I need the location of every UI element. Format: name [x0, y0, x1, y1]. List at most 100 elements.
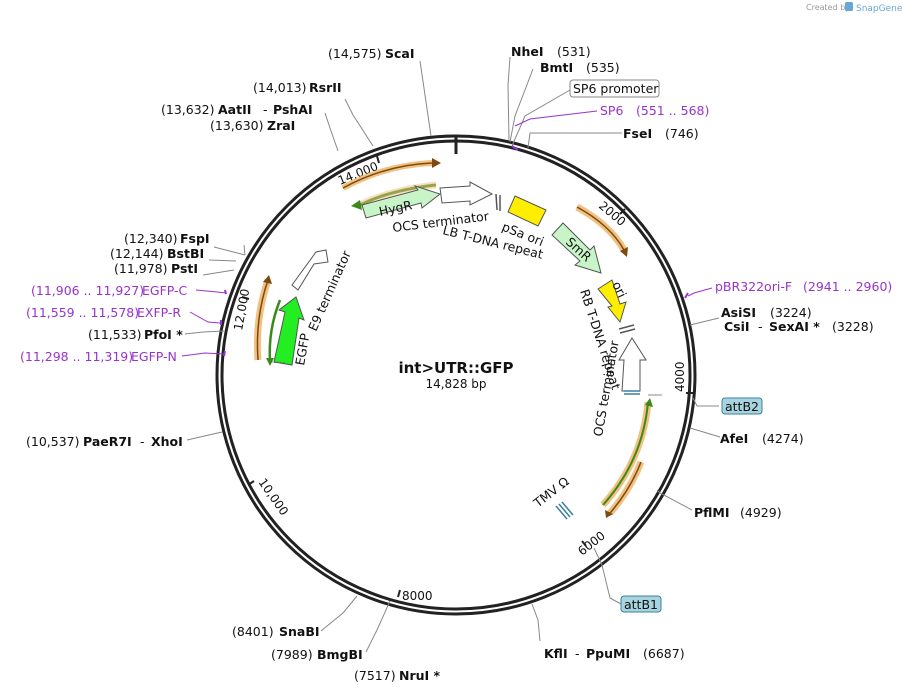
enzyme-paer7i-pos: (10,537): [26, 434, 80, 449]
e9-terminator-feature: [291, 249, 329, 291]
credit-brand[interactable]: SnapGene: [856, 4, 903, 14]
enzyme-xhoi[interactable]: XhoI: [151, 434, 183, 449]
enzyme-nrui-pos: (7517): [354, 668, 396, 683]
credit-prefix: Created by: [806, 3, 850, 12]
enzyme-csii[interactable]: CsiI: [724, 319, 750, 334]
enzyme-ppumi[interactable]: PpuMI: [586, 646, 630, 661]
tick-4000: 4000: [673, 361, 687, 392]
enzyme-kfli-pos: (6687): [643, 646, 685, 661]
enzyme-aatii[interactable]: AatII: [218, 102, 251, 117]
orange-arc-right-top-line: [576, 206, 625, 251]
enzyme-pfoi[interactable]: PfoI *: [144, 327, 183, 342]
enzyme-bmgbi-pos: (7989): [271, 647, 313, 662]
enzyme-bmgbi[interactable]: BmgBI: [317, 647, 363, 662]
enzyme-bstbi[interactable]: BstBI: [167, 246, 204, 261]
enzyme-fsei[interactable]: FseI: [623, 126, 652, 141]
ori-feature: [597, 279, 627, 324]
hygr-label: HygR: [378, 197, 414, 219]
enzyme-csii-pos: (3228): [832, 319, 874, 334]
orange-arc-left-line: [256, 279, 269, 361]
primer-egfp-n-range: (11,298 .. 11,319): [20, 349, 133, 364]
smr-feature: [551, 222, 602, 274]
attb2-mark: [624, 390, 640, 395]
tmv-feature: [555, 501, 574, 520]
green-arc-left-arrow-icon: [266, 358, 274, 366]
enzyme-pfoi-pos: (11,533): [88, 327, 142, 342]
primer-pbr322ori-f-range: (2941 .. 2960): [803, 279, 892, 294]
enzyme-fspi[interactable]: FspI: [180, 231, 210, 246]
primer-exfp-r[interactable]: EXFP-R: [137, 305, 181, 320]
orange-arc-right-bottom-arrow-icon: [605, 510, 613, 518]
enzyme-aatii-pos: (13,632): [161, 102, 215, 117]
primer-leader-lines: [181, 110, 713, 357]
enzyme-kfli-sep: -: [575, 646, 580, 661]
enzyme-bmti[interactable]: BmtI: [540, 60, 573, 75]
enzyme-zrai[interactable]: ZraI: [267, 118, 295, 133]
primer-exfp-r-range: (11,559 .. 11,578): [26, 305, 139, 320]
backbone-outer: [215, 134, 697, 616]
enzyme-sexai[interactable]: SexAI *: [769, 319, 820, 334]
enzyme-afei-pos: (4274): [762, 431, 804, 446]
enzyme-aatii-sep: -: [263, 102, 268, 117]
enzyme-nhei[interactable]: NheI: [511, 44, 544, 59]
enzyme-fsei-pos: (746): [665, 126, 699, 141]
primer-egfp-n[interactable]: EGFP-N: [131, 349, 177, 364]
enzyme-csii-sep: -: [758, 319, 763, 334]
enzyme-scai[interactable]: ScaI: [385, 46, 415, 61]
attb1-label[interactable]: attB1: [624, 597, 658, 612]
enzyme-nrui[interactable]: NruI *: [399, 668, 441, 683]
green-arc-top-bg: [358, 181, 437, 209]
enzyme-pshai[interactable]: PshAI: [273, 102, 313, 117]
primer-sp6[interactable]: SP6: [600, 103, 623, 118]
tick-8000: 8000: [402, 589, 433, 603]
enzyme-psti[interactable]: PstI: [171, 261, 198, 276]
green-arc-left: [268, 299, 282, 363]
attb2-box: [721, 397, 763, 415]
enzyme-snabi-pos: (8401): [232, 624, 274, 639]
scale-ticks: [241, 155, 693, 598]
leader-lines: [184, 56, 721, 653]
snapgene-logo-icon: [845, 2, 853, 11]
tick-6000: 6000: [575, 529, 608, 559]
enzyme-asisi[interactable]: AsiSI: [721, 305, 756, 320]
ocs-terminator-top-feature: [439, 181, 494, 206]
enzyme-zrai-pos: (13,630): [210, 118, 264, 133]
enzyme-scai-pos: (14,575): [328, 46, 382, 61]
hygr-feature: [361, 185, 442, 219]
egfp-dotted: [270, 361, 286, 364]
enzyme-kfli[interactable]: KflI: [544, 646, 568, 661]
primer-egfp-c-range: (11,906 .. 11,927): [31, 283, 144, 298]
green-arc-right-line: [602, 401, 649, 506]
enzyme-asisi-pos: (3224): [770, 305, 812, 320]
enzyme-fspi-pos: (12,340): [124, 231, 178, 246]
sp6-promoter-label[interactable]: SP6 promoter: [573, 81, 659, 96]
enzyme-pflmi-pos: (4929): [740, 505, 782, 520]
primer-sp6-range: (551 .. 568): [636, 103, 709, 118]
sp6-promoter-box: [569, 79, 660, 98]
orange-arc-left-arrow-icon: [263, 275, 272, 284]
attb2-label[interactable]: attB2: [725, 399, 759, 414]
enzyme-paer7i[interactable]: PaeR7I: [83, 434, 132, 449]
psa-ori-feature: [507, 195, 547, 227]
enzyme-afei[interactable]: AfeI: [720, 431, 748, 446]
enzyme-nhei-pos: (531): [557, 44, 591, 59]
rb-tdna-repeat-marks: [618, 324, 636, 334]
ocs-terminator-right-feature: [618, 337, 647, 392]
primer-markers: [220, 145, 689, 357]
enzyme-rsrii-pos: (14,013): [253, 80, 307, 95]
plasmid-size: 14,828 bp: [425, 377, 486, 391]
green-arc-right-arrow-icon: [645, 398, 653, 407]
enzyme-pflmi[interactable]: PflMI: [694, 505, 730, 520]
enzyme-bstbi-pos: (12,144): [110, 246, 164, 261]
primer-pbr322ori-f[interactable]: pBR322ori-F: [715, 279, 792, 294]
enzyme-rsrii[interactable]: RsrII: [309, 80, 342, 95]
lb-tdna-repeat-marks: [495, 193, 501, 211]
enzyme-snabi[interactable]: SnaBI: [279, 624, 320, 639]
tick-12000: 12,000: [231, 288, 252, 332]
green-arc-top-arrow-icon: [351, 200, 362, 210]
primer-egfp-c[interactable]: EGFP-C: [142, 283, 188, 298]
enzyme-psti-pos: (11,978): [114, 261, 168, 276]
plasmid-name: int>UTR::GFP: [398, 359, 513, 377]
ori-label: ori: [609, 279, 629, 300]
